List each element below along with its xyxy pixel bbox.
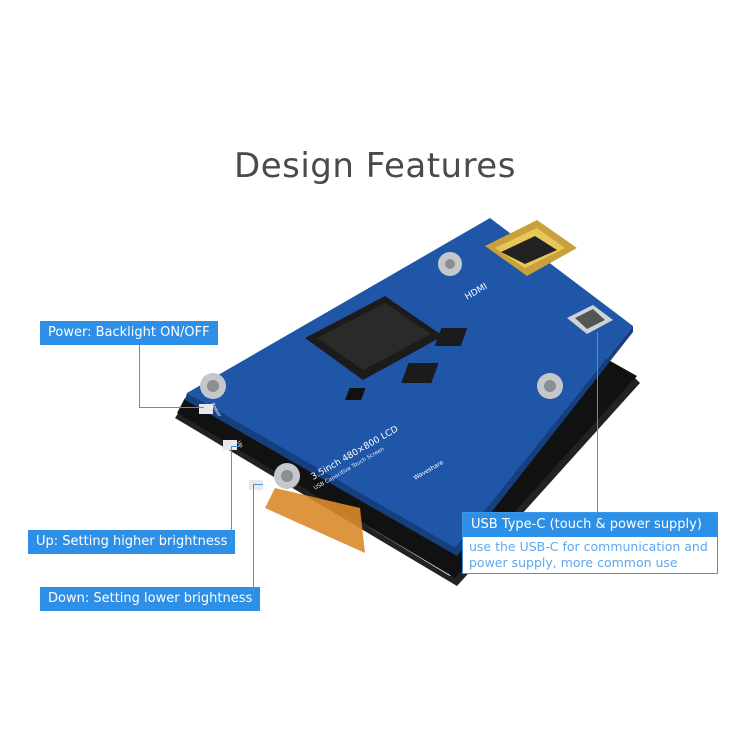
- down-leader-h: [253, 484, 263, 485]
- usb-callout-desc: use the USB-C for communication and powe…: [469, 539, 708, 570]
- board-up-label: Up: [235, 440, 244, 449]
- usb-leader-v: [597, 332, 598, 512]
- up-leader-v: [231, 446, 232, 544]
- power-callout: Power: Backlight ON/OFF: [40, 321, 218, 345]
- power-leader-v: [139, 345, 140, 408]
- up-leader-h: [231, 446, 239, 447]
- page-title: Design Features: [234, 146, 516, 186]
- lcd-board-illustration: 3.5inch 480×800 LCD USB Capacitive Touch…: [175, 218, 640, 586]
- down-leader-v: [253, 484, 254, 600]
- power-leader-h: [139, 407, 204, 408]
- down-callout: Down: Setting lower brightness: [40, 587, 261, 611]
- board-down-label: Down: [261, 478, 273, 493]
- usb-callout-title: USB Type-C (touch & power supply): [463, 513, 717, 537]
- up-callout: Up: Setting higher brightness: [28, 530, 236, 554]
- usb-callout: USB Type-C (touch & power supply) use th…: [462, 512, 718, 574]
